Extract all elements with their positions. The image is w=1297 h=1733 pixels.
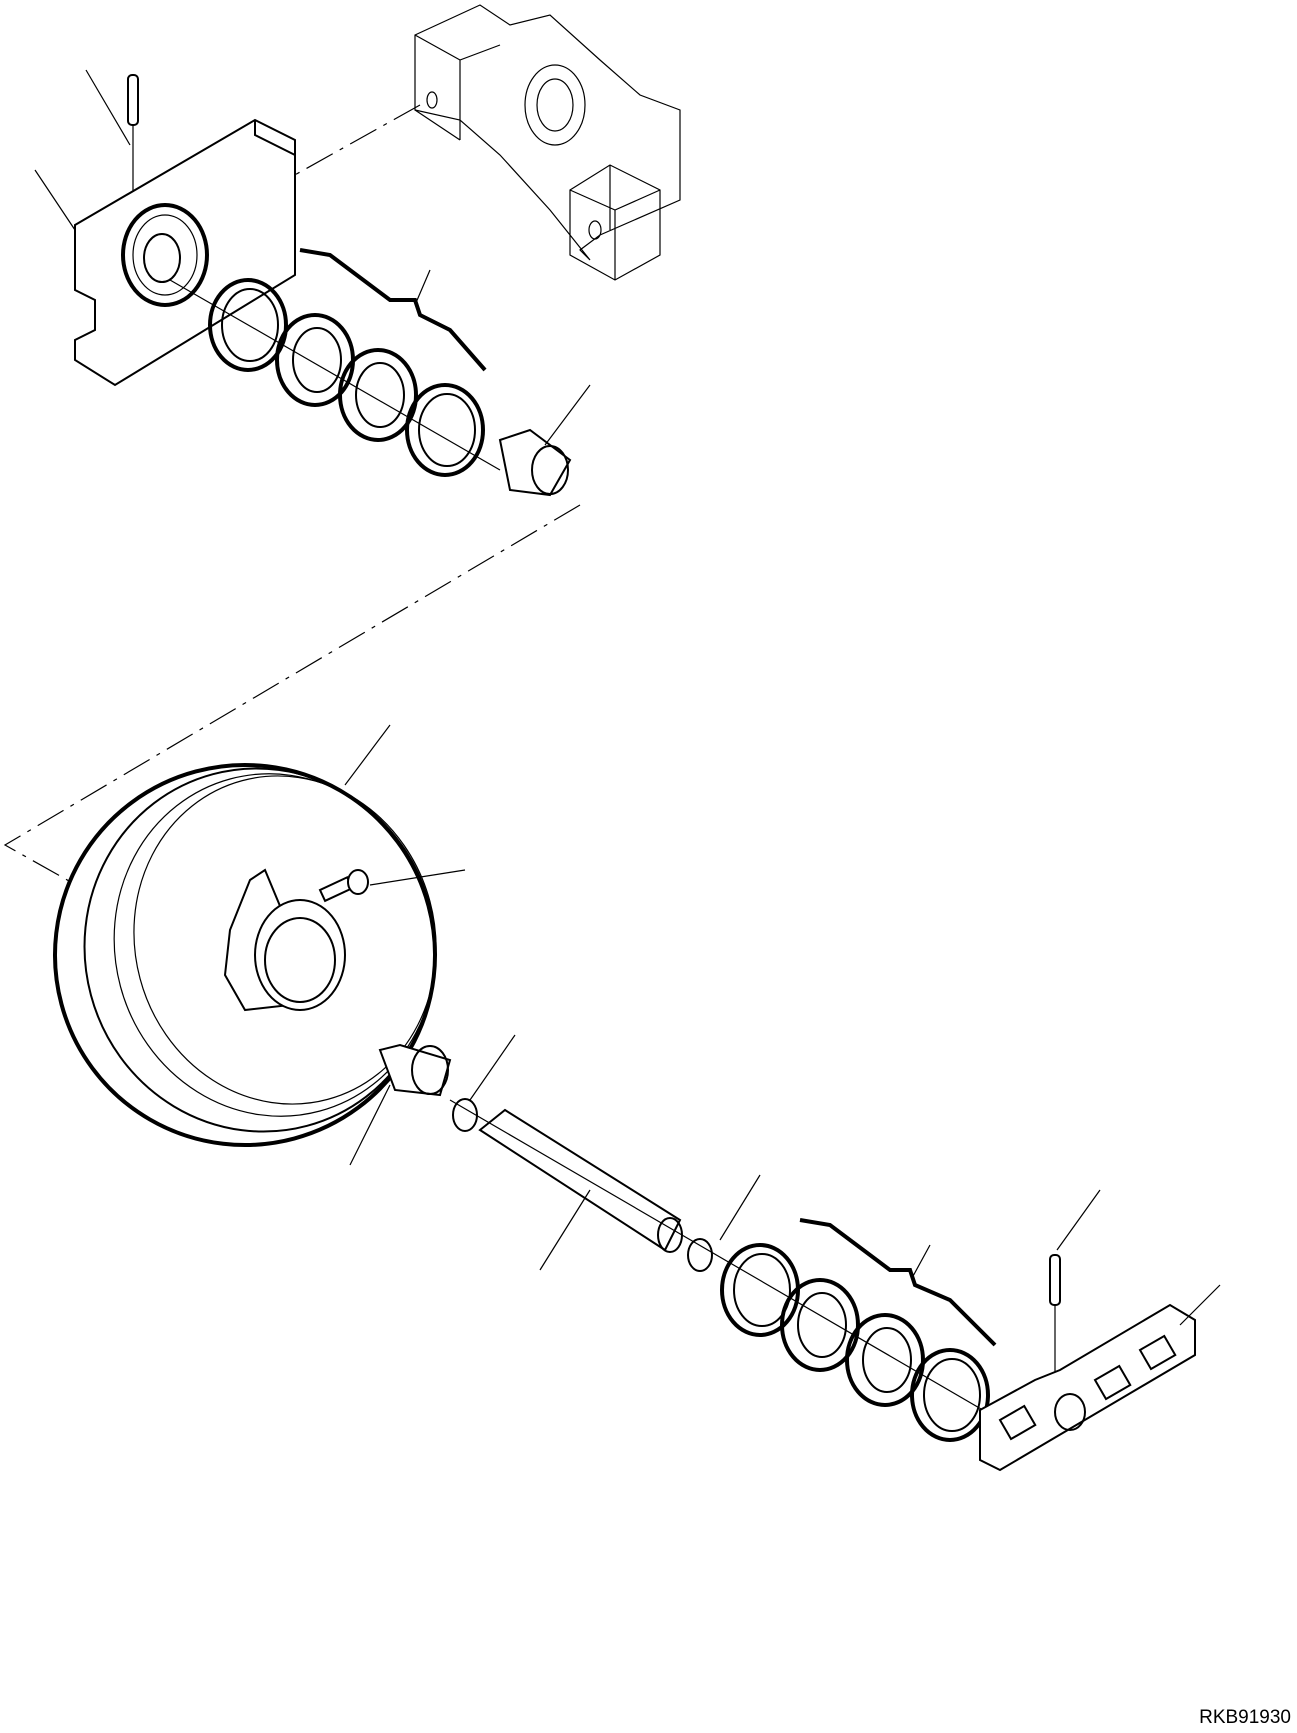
leader-line — [349, 1084, 391, 1166]
o-ring-right — [687, 1174, 761, 1272]
leader-line — [544, 384, 591, 446]
idler-wheel — [53, 724, 437, 1147]
frame-bracket — [414, 4, 681, 281]
o-ring-left — [452, 1034, 516, 1132]
leader-line — [85, 69, 131, 146]
bearing-block-right — [979, 1284, 1221, 1472]
leader-line — [539, 1189, 591, 1271]
floating-seal-set-bottom — [449, 1099, 1001, 1442]
bushing-top — [498, 384, 591, 497]
leader-line — [34, 169, 76, 231]
leader-line — [344, 724, 391, 786]
reference-code: RKB91930 — [1199, 1707, 1291, 1728]
leader-line — [1056, 1189, 1101, 1251]
bearing-block-left — [34, 118, 296, 387]
leader-line — [369, 869, 466, 886]
pin-top — [85, 69, 139, 210]
floating-seal-set-top — [169, 248, 501, 477]
shaft — [478, 1108, 683, 1271]
leader-line — [719, 1174, 761, 1241]
bushing-bottom — [349, 1043, 452, 1166]
leader-line — [469, 1034, 516, 1101]
socket-bolt — [318, 869, 466, 903]
leader-line — [1179, 1284, 1221, 1326]
